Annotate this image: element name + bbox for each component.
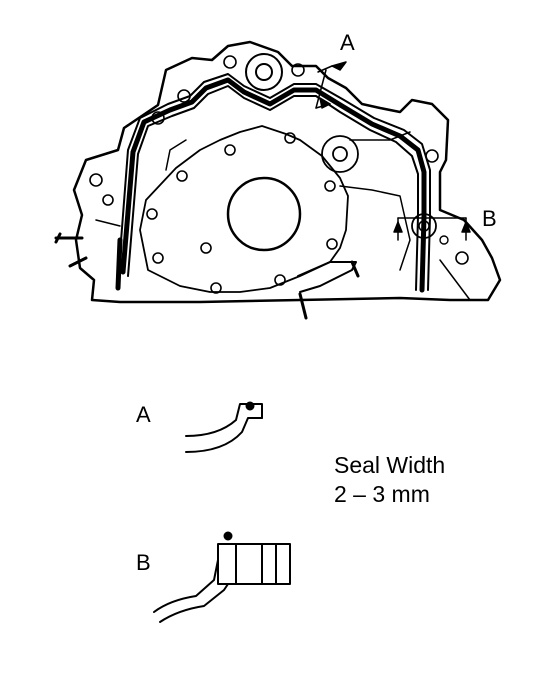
oil-pump-body-drawing (54, 40, 502, 320)
callout-detail-a: A (136, 402, 151, 427)
callout-detail-b: B (136, 550, 151, 575)
seal-section-a-drawing (185, 401, 263, 453)
seal-section-b-drawing (153, 531, 291, 623)
callout-top-a: A (340, 30, 355, 55)
seal-width-note: Seal Width 2 – 3 mm (334, 451, 445, 509)
seal-width-label: Seal Width (334, 452, 446, 478)
seal-width-value: 2 – 3 mm (334, 481, 430, 507)
callout-top-b: B (482, 206, 497, 231)
